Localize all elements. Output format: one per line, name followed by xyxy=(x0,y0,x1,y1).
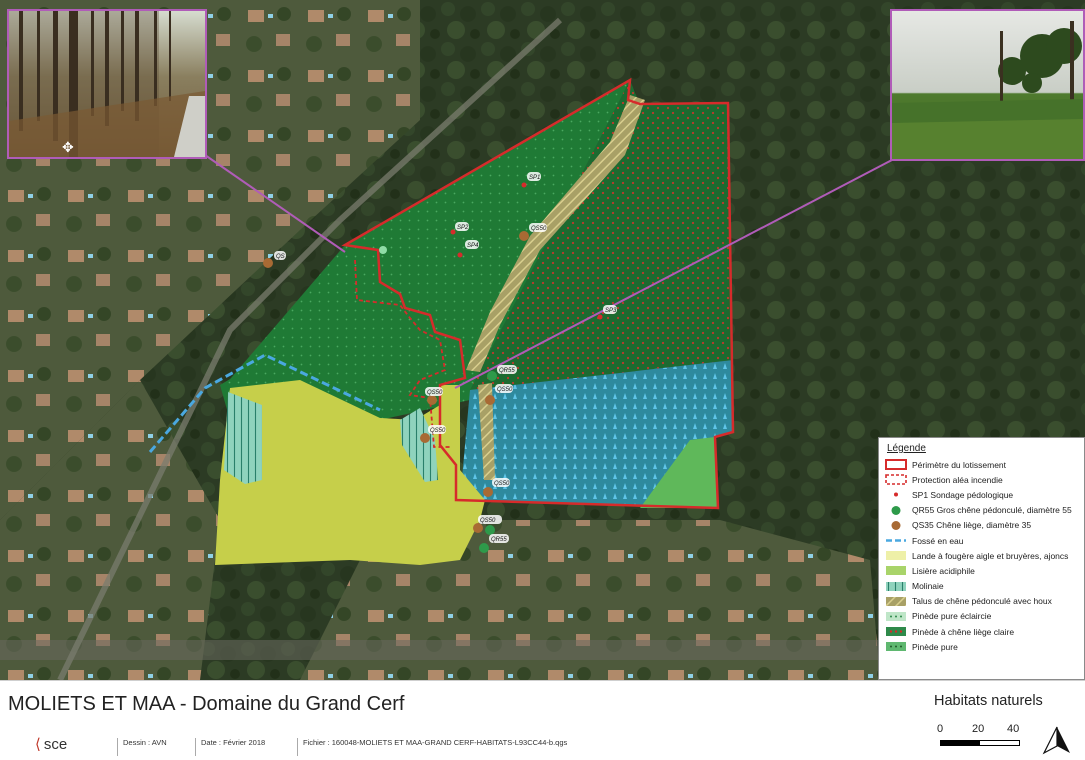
label-qs-3: QS50 xyxy=(427,390,443,396)
scale-label-mid: 20 xyxy=(972,723,985,735)
chene-liege-point-4[interactable] xyxy=(420,433,430,443)
fichier-info: Fichier : 160048-MOLIETS ET MAA-GRAND CE… xyxy=(297,738,567,756)
habitat-molinaie-patch-center xyxy=(400,408,438,482)
sondage-point-sp4[interactable] xyxy=(457,252,463,258)
chene-liege-point-west[interactable] xyxy=(263,258,273,268)
habitat-talus-south xyxy=(478,383,495,480)
photo-connector-east xyxy=(454,159,893,389)
road-south xyxy=(0,640,900,660)
svg-text:✥: ✥ xyxy=(62,140,74,156)
tan-hatch-icon xyxy=(885,596,907,607)
sce-logo: ⟨sce xyxy=(35,736,68,753)
brown-dot-icon xyxy=(885,520,907,531)
label-sp2: SP2 xyxy=(457,225,469,231)
sondage-point-sp3[interactable] xyxy=(597,314,603,320)
habitat-pinede-chene-liege xyxy=(470,80,733,390)
fosse-en-eau xyxy=(148,353,381,453)
habitat-lisiere-acidiphile xyxy=(640,437,718,508)
green-dots-icon xyxy=(885,641,907,652)
teal-hatch-icon xyxy=(885,581,907,592)
chene-pedoncule-point-1[interactable] xyxy=(487,371,497,381)
green-dot-icon xyxy=(885,505,907,516)
green-red-dots-icon xyxy=(885,626,907,637)
chene-liege-point-5[interactable] xyxy=(483,487,493,497)
label-sp3: SP3 xyxy=(605,308,617,314)
protection-alea-incendie xyxy=(354,259,452,448)
map-legend: Légende Périmètre du lotissement Protect… xyxy=(878,437,1085,680)
chene-liege-point-north[interactable] xyxy=(519,231,529,241)
legend-item-pinede-chene: Pinède à chêne liège claire xyxy=(879,624,1084,639)
label-qr-3: QR55 xyxy=(491,537,507,543)
label-qs-west: QS xyxy=(276,254,285,260)
road-diagonal xyxy=(57,17,563,680)
sce-logo-mark-icon: ⟨ xyxy=(35,736,41,753)
photo-connector-west xyxy=(204,154,346,253)
blue-dashed-line-icon xyxy=(885,535,907,546)
legend-item-sondage: SP1 Sondage pédologique xyxy=(879,487,1084,502)
map-view[interactable]: SP1 SP2 SP4 SP3 QS QS50 QR55 QS50 QS50 Q… xyxy=(0,0,1085,680)
legend-item-perimetre: Périmètre du lotissement xyxy=(879,457,1084,472)
scale-label-max: 40 xyxy=(1007,723,1020,735)
habitat-molinaie-patch-west xyxy=(224,392,262,484)
legend-item-pinede-pure: Pinède pure xyxy=(879,639,1084,654)
chene-liege-point-2[interactable] xyxy=(485,395,495,405)
legend-item-molinaie: Molinaie xyxy=(879,579,1084,594)
label-qr-1: QR55 xyxy=(499,368,515,374)
legend-item-lisiere: Lisière acidiphile xyxy=(879,563,1084,578)
red-dashed-box-icon xyxy=(885,474,907,486)
legend-title: Légende xyxy=(887,443,926,454)
label-qs-6: QS50 xyxy=(480,518,496,524)
yellow-fill-icon xyxy=(885,550,907,561)
perimetre-lotissement xyxy=(341,77,735,510)
photo-grassland xyxy=(892,11,1083,159)
legend-item-protection: Protection aléa incendie xyxy=(879,472,1084,487)
map-footer: MOLIETS ET MAA - Domaine du Grand Cerf H… xyxy=(0,680,1085,760)
dessin-info: Dessin : AVN xyxy=(117,738,167,756)
light-green-fill-icon xyxy=(885,565,907,576)
pale-green-dots-icon xyxy=(885,611,907,622)
map-title: MOLIETS ET MAA - Domaine du Grand Cerf xyxy=(8,693,405,715)
label-qs-north: QS50 xyxy=(531,226,547,232)
sondage-points xyxy=(450,182,603,320)
legend-item-pinede-eclaircie: Pinède pure éclaircie xyxy=(879,609,1084,624)
chene-liege-point-3[interactable] xyxy=(427,395,437,405)
label-qs-4: QS50 xyxy=(430,428,446,434)
north-arrow-icon xyxy=(1042,725,1072,760)
legend-item-chene-liege: QS35 Chêne liège, diamètre 35 xyxy=(879,518,1084,533)
label-qs-5: QS50 xyxy=(494,481,510,487)
photo-pine-forest: ✥ xyxy=(9,11,205,157)
inset-photo-molinaie[interactable] xyxy=(890,9,1085,161)
label-qs-2: QS50 xyxy=(497,387,513,393)
chene-pedoncule-point-3[interactable] xyxy=(479,543,489,553)
residential-area-southwest xyxy=(0,380,220,680)
habitat-talus-chene xyxy=(466,95,645,372)
legend-item-talus: Talus de chêne pédonculé avec houx xyxy=(879,594,1084,609)
date-info: Date : Février 2018 xyxy=(195,738,265,756)
habitat-molinaie xyxy=(460,360,733,508)
legend-item-chene-pedoncule: QR55 Gros chêne pédonculé, diamètre 55 xyxy=(879,503,1084,518)
point-light-green[interactable] xyxy=(379,246,387,254)
sondage-point-sp2[interactable] xyxy=(450,229,456,235)
chene-pedoncule-point-2[interactable] xyxy=(485,525,495,535)
point-labels: SP1 SP2 SP4 SP3 QS QS50 QR55 QS50 QS50 Q… xyxy=(274,172,617,543)
red-box-icon xyxy=(885,459,907,471)
chene-points xyxy=(263,231,529,553)
legend-item-fosse: Fossé en eau xyxy=(879,533,1084,548)
label-sp1: SP1 xyxy=(529,175,540,181)
scale-bar xyxy=(940,740,1020,746)
habitat-pinede-pure xyxy=(225,80,640,420)
scale-label-zero: 0 xyxy=(937,723,944,735)
map-subtitle: Habitats naturels xyxy=(934,693,1043,709)
small-red-dot-icon xyxy=(885,489,907,500)
inset-photo-pinede[interactable]: ✥ xyxy=(7,9,207,159)
legend-item-lande: Lande à fougère aigle et bruyères, ajonc… xyxy=(879,548,1084,563)
sondage-point-sp1[interactable] xyxy=(521,182,527,188)
label-sp4: SP4 xyxy=(467,243,479,249)
chene-liege-point-6[interactable] xyxy=(473,523,483,533)
